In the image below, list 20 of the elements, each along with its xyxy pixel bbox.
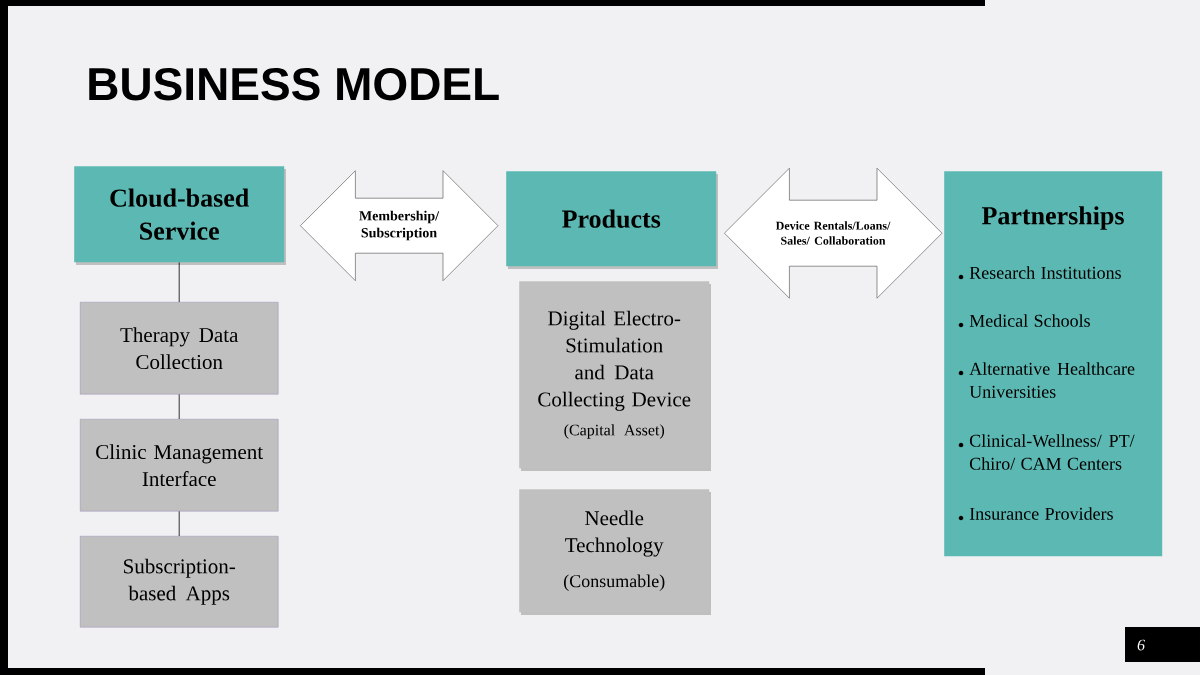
item-box: Therapy Data Collection <box>80 302 279 395</box>
title: BUSINESS MODEL <box>89 67 499 101</box>
bullet-item: Research Institutions <box>958 266 1121 280</box>
connector-line <box>178 511 180 537</box>
bullet-item: Alternative Healthcare Universities <box>958 362 1135 398</box>
connector-line <box>178 394 180 420</box>
edge-label: Membership/ Subscription <box>359 210 440 241</box>
category-box: Cloud-based Service <box>74 166 286 265</box>
panel-heading: Partnerships <box>981 206 1124 230</box>
bullet-item: Medical Schools <box>958 314 1090 328</box>
category-box: Products <box>506 171 718 269</box>
item-box: Subscription-based Apps <box>80 536 279 628</box>
connector-line <box>178 262 180 303</box>
item-box: Needle Technology (Consumable) <box>519 489 711 615</box>
item-box: Digital Electro-Stimulation and Data Collecting Device (Capital Asset) <box>519 281 711 471</box>
edge-label: Device Rentals/Loans/ Sales/ Collaboration <box>775 221 891 245</box>
bullet-item: Insurance Providers <box>958 507 1113 521</box>
item-box: Clinic Management Interface <box>80 419 279 512</box>
page-number: 6 <box>1125 627 1200 662</box>
bullet-item: Clinical-Wellness/ PT/ Chiro/ CAM Centers <box>958 434 1135 470</box>
